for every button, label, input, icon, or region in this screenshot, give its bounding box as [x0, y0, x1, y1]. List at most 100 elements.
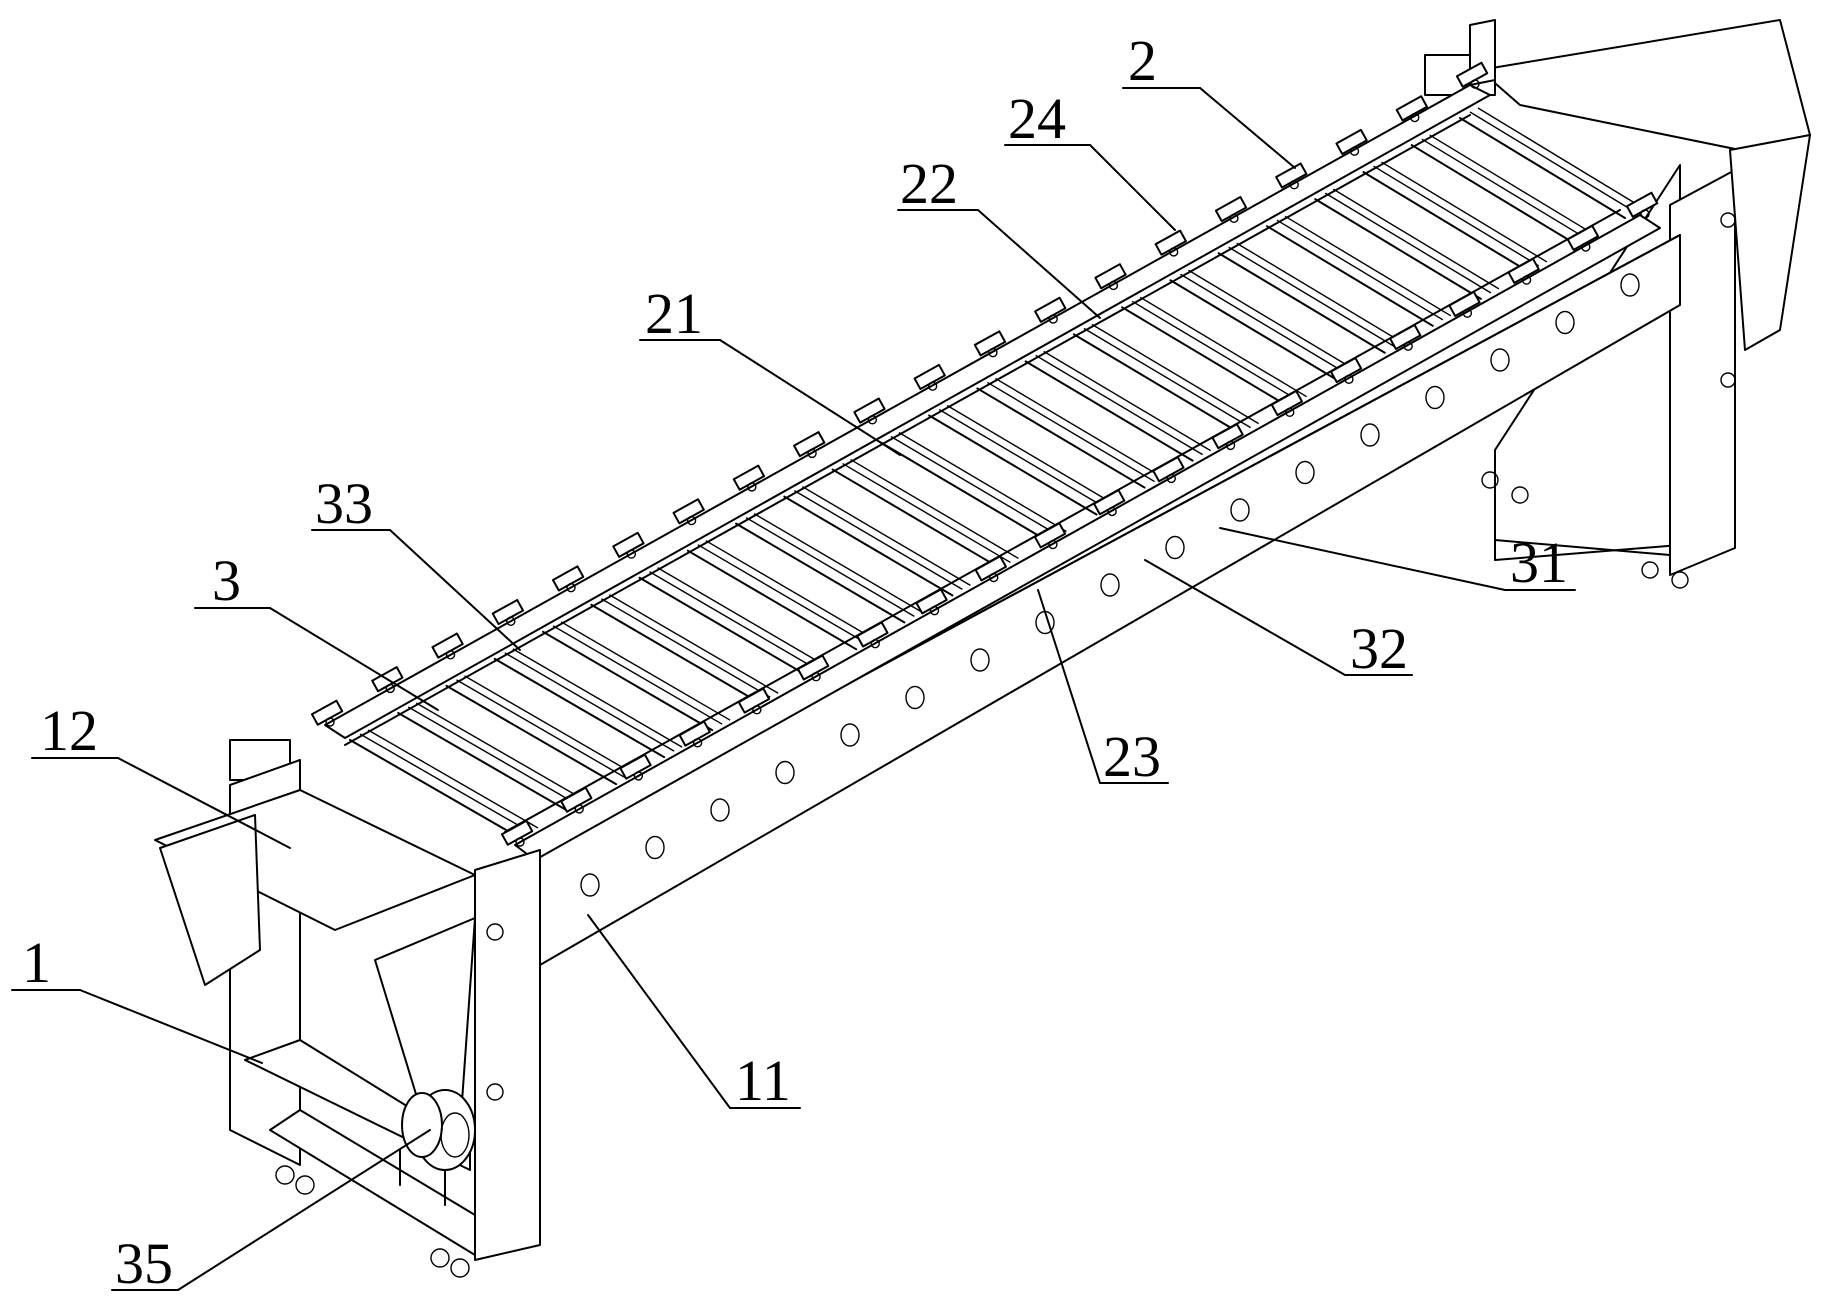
chain-pin: [747, 482, 757, 492]
chain-pin: [1285, 407, 1295, 418]
roller: [831, 458, 1019, 570]
chain-pin: [633, 771, 644, 781]
chain-pin: [1410, 112, 1420, 123]
roller: [928, 404, 1115, 516]
chain-pin: [692, 738, 703, 748]
roller: [1121, 296, 1308, 408]
callout-33: 33: [315, 471, 373, 536]
beam-holes: [580, 273, 1640, 897]
beam-hole: [1165, 535, 1185, 560]
chain-pin: [927, 381, 938, 391]
chain-pin: [870, 638, 880, 649]
callout-labels: 2 24 22 21 33 3 12 1 35 11 23 32 31: [22, 28, 1568, 1296]
motor-drum: [399, 1089, 476, 1206]
chain-pin: [1289, 180, 1299, 190]
callout-21: 21: [645, 281, 703, 346]
beam-hole: [580, 873, 600, 897]
chain-pin: [1462, 308, 1473, 318]
beam-hole: [1295, 460, 1315, 485]
chain-pin: [929, 605, 940, 616]
callout-2: 2: [1128, 28, 1157, 93]
roller: [493, 648, 683, 759]
chain-pin: [1166, 473, 1177, 484]
roller: [638, 567, 827, 678]
callout-22: 22: [900, 151, 958, 216]
roller: [445, 675, 635, 786]
feed-plate: [154, 789, 476, 1141]
beam-hole: [1555, 310, 1575, 335]
beam-hole: [840, 723, 860, 747]
chain-pin: [325, 717, 335, 727]
feet: [275, 1165, 470, 1278]
roller: [1265, 215, 1452, 327]
beam-hole: [1360, 423, 1380, 447]
roller: [590, 594, 779, 705]
roller: [1314, 188, 1500, 300]
chain-pin: [1108, 280, 1119, 291]
roller: [879, 431, 1067, 543]
chain-links: [310, 61, 1659, 847]
chain-pin: [867, 415, 878, 425]
roller: [1072, 323, 1260, 435]
callout-3: 3: [212, 548, 241, 613]
roller: [1459, 107, 1644, 219]
roller: [783, 486, 971, 597]
chain-pin: [626, 549, 637, 559]
chain-pin: [445, 650, 456, 660]
chain-pin: [1107, 506, 1117, 517]
chain-pin: [1581, 242, 1591, 252]
chain-pin: [686, 515, 697, 526]
chain-pin: [1225, 440, 1236, 451]
chain-pin: [807, 448, 817, 459]
callout-35: 35: [115, 1231, 173, 1296]
beam-hole: [1620, 273, 1640, 297]
chain-pin: [1229, 213, 1239, 224]
beam-hole: [710, 798, 730, 822]
roller: [1169, 269, 1356, 381]
chain-pin: [1048, 539, 1058, 550]
chain-pin: [1349, 146, 1360, 156]
chain-pin: [1640, 209, 1650, 219]
roller: [1024, 350, 1211, 462]
roller: [1410, 134, 1596, 246]
roller: [976, 377, 1163, 489]
leader-lines: [11, 87, 1576, 1291]
chain-pin: [1521, 275, 1532, 285]
chain-pin: [506, 616, 516, 626]
callout-23: 23: [1103, 724, 1161, 789]
callout-11: 11: [735, 1048, 791, 1113]
chain-pin: [385, 683, 395, 694]
beam-hole: [645, 835, 665, 860]
roller: [349, 729, 539, 839]
beam-hole: [905, 685, 925, 710]
beam-hole: [1425, 385, 1445, 410]
callout-24: 24: [1008, 86, 1066, 151]
conveyor-deck: [324, 84, 1661, 861]
chain-pin: [752, 705, 762, 715]
beam-hole: [1100, 573, 1120, 597]
callout-31: 31: [1510, 530, 1568, 595]
roller: [1362, 161, 1548, 273]
beam-hole: [970, 648, 990, 672]
chain-pin: [1048, 314, 1058, 324]
callout-12: 12: [40, 698, 98, 763]
roller: [1217, 242, 1404, 354]
roller: [397, 702, 587, 813]
roller: [686, 540, 875, 651]
beam-hole: [775, 760, 795, 785]
chain-pin: [566, 582, 576, 593]
chain-pin: [574, 804, 584, 814]
roller: [542, 621, 731, 732]
callout-32: 32: [1350, 616, 1408, 681]
chain-pin: [1470, 79, 1480, 89]
chain-pin: [1344, 374, 1354, 384]
chain-pin: [1168, 247, 1179, 257]
chain-pin: [811, 672, 821, 682]
chain-pin: [988, 572, 999, 583]
callout-1: 1: [22, 930, 51, 995]
roller: [735, 513, 923, 624]
beam-hole: [1230, 498, 1250, 522]
chain-pin: [1403, 341, 1413, 351]
